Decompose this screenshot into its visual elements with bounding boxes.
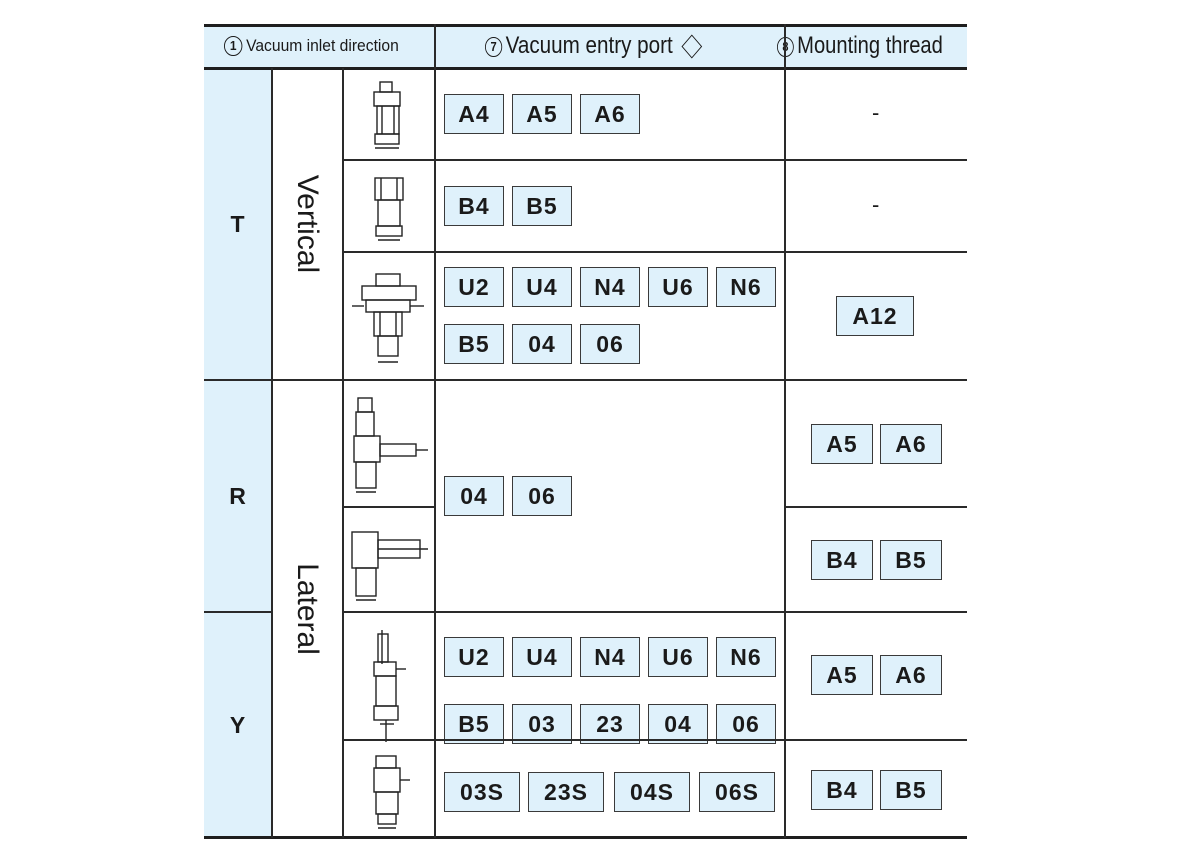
code-box: U4 bbox=[512, 637, 572, 677]
circled-number-1: 1 bbox=[224, 36, 243, 57]
lateral-nozzle-drawing-3 bbox=[373, 630, 406, 742]
row-divider bbox=[204, 379, 967, 381]
lateral-nozzle-drawing-4 bbox=[373, 755, 410, 829]
col-divider bbox=[342, 68, 344, 838]
code-box: U4 bbox=[512, 267, 572, 307]
code-box: B5 bbox=[512, 186, 572, 226]
code-box: 23 bbox=[580, 704, 640, 744]
code-box: N4 bbox=[580, 267, 640, 307]
code-box: B5 bbox=[880, 540, 942, 580]
code-box: A4 bbox=[444, 94, 504, 134]
col-divider bbox=[434, 24, 436, 838]
lateral-nozzle-drawing-1 bbox=[353, 397, 428, 493]
code-box: B4 bbox=[444, 186, 504, 226]
direction-code-T: T bbox=[204, 68, 271, 380]
code-box: 06 bbox=[716, 704, 776, 744]
direction-code-Y: Y bbox=[204, 612, 271, 838]
entry-port-codes: A4 A5 A6 B4 B5 U2 U4 N4 U6 N6 B5 04 06 0… bbox=[204, 24, 967, 838]
code-box: 06 bbox=[580, 324, 640, 364]
code-box: 04 bbox=[512, 324, 572, 364]
code-box: 06 bbox=[512, 476, 572, 516]
direction-code-R: R bbox=[204, 380, 271, 612]
row-divider bbox=[343, 251, 967, 253]
row-divider bbox=[343, 739, 967, 741]
code-box: B5 bbox=[444, 704, 504, 744]
code-box: A6 bbox=[580, 94, 640, 134]
table-border-top bbox=[204, 24, 967, 27]
header-divider bbox=[204, 67, 967, 70]
code-box: 04S bbox=[614, 772, 690, 812]
code-box: 06S bbox=[699, 772, 775, 812]
code-box: B4 bbox=[811, 540, 873, 580]
row-divider bbox=[785, 506, 967, 508]
vertical-nozzle-drawing-2 bbox=[374, 177, 404, 241]
code-box: B5 bbox=[880, 770, 942, 810]
code-box: A5 bbox=[811, 655, 873, 695]
code-box: 04 bbox=[648, 704, 708, 744]
col-divider bbox=[271, 68, 273, 838]
code-box: A6 bbox=[880, 424, 942, 464]
code-box: U2 bbox=[444, 267, 504, 307]
thread-none: - bbox=[872, 100, 880, 125]
code-box: A5 bbox=[811, 424, 873, 464]
table-border-bottom bbox=[204, 836, 967, 839]
lateral-nozzle-drawing-2 bbox=[351, 531, 428, 601]
code-box: N6 bbox=[716, 637, 776, 677]
row-divider bbox=[343, 506, 435, 508]
vertical-nozzle-drawing-3 bbox=[352, 273, 424, 363]
header-label-thread: Mounting thread bbox=[797, 32, 944, 59]
code-box: 23S bbox=[528, 772, 604, 812]
code-box: B5 bbox=[444, 324, 504, 364]
circled-number-7: 7 bbox=[484, 36, 503, 57]
header-label-inlet: Vacuum inlet direction bbox=[246, 35, 399, 55]
header-label-entry: Vacuum entry port bbox=[505, 32, 673, 59]
code-box: U6 bbox=[648, 637, 708, 677]
code-box: N6 bbox=[716, 267, 776, 307]
code-box: U2 bbox=[444, 637, 504, 677]
code-box: 03S bbox=[444, 772, 520, 812]
code-box: N4 bbox=[580, 637, 640, 677]
code-box: 04 bbox=[444, 476, 504, 516]
code-box: A5 bbox=[512, 94, 572, 134]
row-divider bbox=[343, 159, 967, 161]
code-box: U6 bbox=[648, 267, 708, 307]
vertical-nozzle-drawing-1 bbox=[373, 81, 401, 149]
circled-number-8: 8 bbox=[777, 36, 795, 57]
code-box: A6 bbox=[880, 655, 942, 695]
thread-none: - bbox=[872, 192, 880, 217]
code-box: 03 bbox=[512, 704, 572, 744]
row-divider bbox=[343, 611, 967, 613]
code-box: A12 bbox=[836, 296, 914, 336]
row-divider bbox=[204, 611, 271, 613]
code-box: B4 bbox=[811, 770, 873, 810]
col-divider bbox=[784, 24, 786, 838]
